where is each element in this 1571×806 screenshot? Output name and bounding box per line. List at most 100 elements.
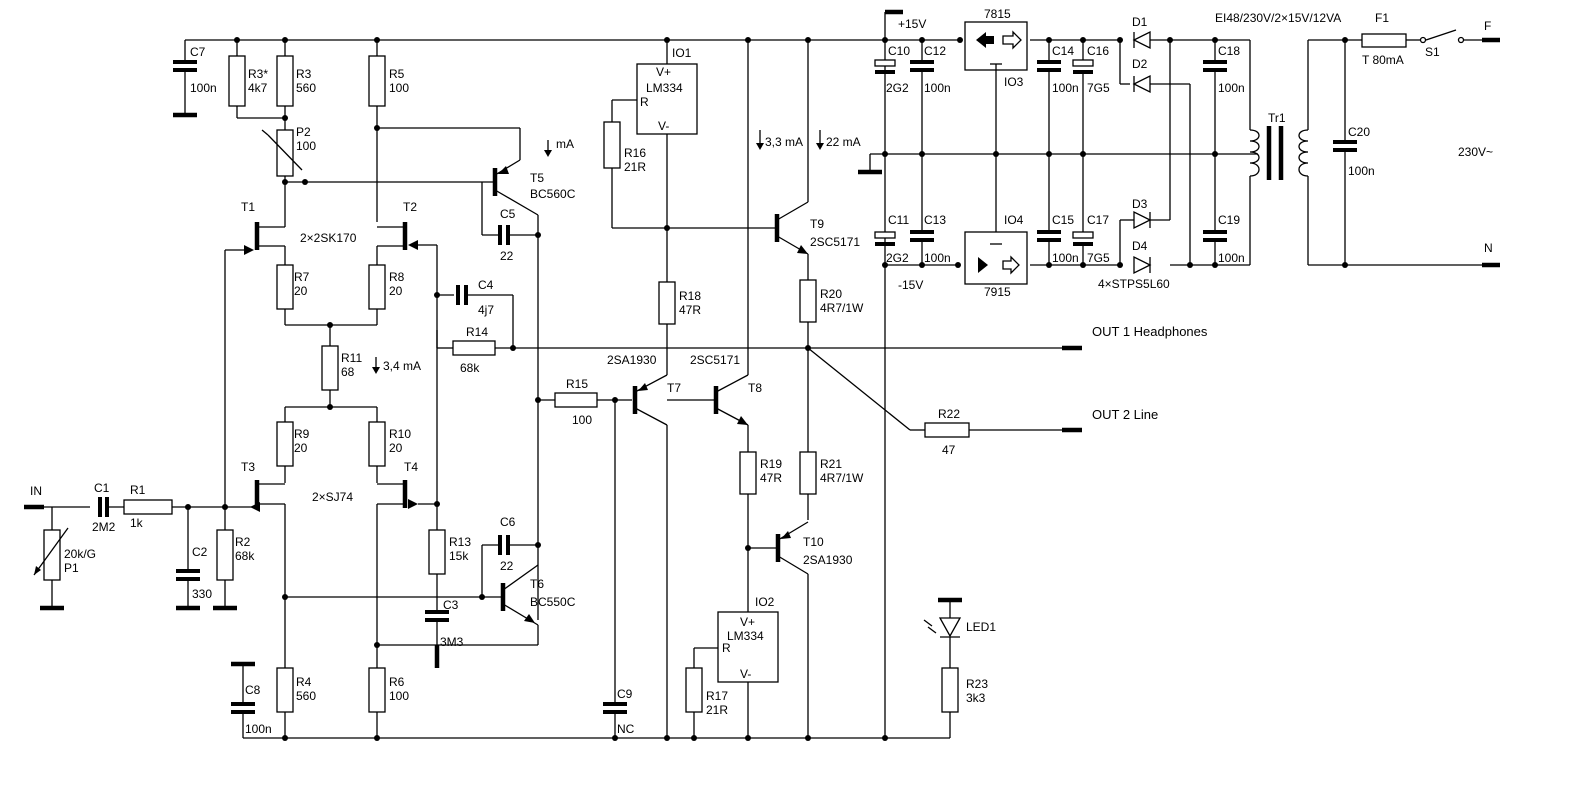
label-c17: C17 [1087,213,1109,227]
label-r9-value: 20 [294,441,308,455]
label-diodes: 4×STPS5L60 [1098,277,1170,291]
label-p1: P1 [64,561,79,575]
label-i33: 3,3 mA [765,135,803,149]
label-c4: C4 [478,278,494,292]
label-c18-value: 100n [1218,81,1245,95]
label-c18: C18 [1218,44,1240,58]
jfet-stage [173,37,538,741]
label-r18-value: 47R [679,303,701,317]
label-t6: T6 [530,577,544,591]
output-stage [372,37,1082,741]
label-r14: R14 [466,325,488,339]
label-c1-value: 2M2 [92,520,116,534]
label-transformer: EI48/230V/2×15V/12VA [1215,11,1341,25]
label-in: IN [30,484,42,498]
label-r11-value: 68 [341,365,355,379]
label-t5-value: BC560C [530,187,576,201]
label-t7: T7 [667,381,681,395]
label-r13: R13 [449,535,471,549]
label-io2-r: R [722,641,731,655]
label-c8: C8 [245,683,261,697]
label-r22-value: 47 [942,443,956,457]
label-r11: R11 [341,351,362,365]
label-r6: R6 [389,675,405,689]
label-r16: R16 [624,146,646,160]
label-t4: T4 [404,460,418,474]
label-t10-value: 2SA1930 [803,553,853,567]
label-t8: T8 [748,381,762,395]
label-c20-value: 100n [1348,164,1375,178]
label-c12-value: 100n [924,81,951,95]
label-t9: T9 [810,217,824,231]
label-r3s: R3* [248,67,268,81]
label-io4: IO4 [1004,213,1024,227]
label-c3-value: 3M3 [440,635,464,649]
label-c9-value: NC [617,722,635,736]
label-t7-value: 2SA1930 [607,353,657,367]
label-io3: IO3 [1004,75,1024,89]
label-d4: D4 [1132,239,1148,253]
label-c14: C14 [1052,44,1074,58]
label-t5: T5 [530,171,544,185]
labels: IN 20k/G P1 C1 2M2 R1 1k C2 330 R2 68k C… [30,7,1493,736]
label-r13-value: 15k [449,549,469,563]
label-c5-value: 22 [500,249,514,263]
label-r23-value: 3k3 [966,691,986,705]
label-pair-bottom: 2×SJ74 [312,490,353,504]
label-r20: R20 [820,287,842,301]
label-r3s-value: 4k7 [248,81,268,95]
label-p1-value: 20k/G [64,547,96,561]
label-minus15: -15V [898,278,923,292]
label-r17-value: 21R [706,703,728,717]
label-io1: IO1 [672,46,692,60]
label-r10-value: 20 [389,441,403,455]
label-c15: C15 [1052,213,1074,227]
label-c19: C19 [1218,213,1240,227]
label-c5: C5 [500,207,516,221]
label-c19-value: 100n [1218,251,1245,265]
label-t2: T2 [403,200,417,214]
label-io2: IO2 [755,595,775,609]
label-out1: OUT 1 Headphones [1092,324,1208,339]
label-c2-value: 330 [192,587,212,601]
label-c4-value: 4j7 [478,303,494,317]
label-io1-r: R [640,95,649,109]
label-r15-value: 100 [572,413,592,427]
label-io1-value: LM334 [646,81,683,95]
label-r7: R7 [294,270,310,284]
label-f1: F1 [1375,11,1389,25]
label-c13-value: 100n [924,251,951,265]
label-t3: T3 [241,460,255,474]
label-c11: C11 [888,213,909,227]
label-io2-vminus: V- [740,667,751,681]
input-stage [24,249,258,611]
label-t8-value: 2SC5171 [690,353,740,367]
label-r1-value: 1k [130,516,144,530]
label-c10: C10 [888,44,910,58]
label-r3-value: 560 [296,81,316,95]
label-c17-value: 7G5 [1087,251,1110,265]
label-d2: D2 [1132,57,1148,71]
label-p2-value: 100 [296,139,316,153]
label-c13: C13 [924,213,946,227]
label-f1-value: T 80mA [1362,53,1404,67]
label-c16-value: 7G5 [1087,81,1110,95]
label-n: N [1484,241,1493,255]
label-c6-value: 22 [500,559,514,573]
label-r4: R4 [296,675,312,689]
label-io1-vminus: V- [658,119,669,133]
label-r8-value: 20 [389,284,403,298]
label-t10: T10 [803,535,824,549]
vas-stage [285,127,1062,741]
label-r15: R15 [566,377,588,391]
label-tr1: Tr1 [1268,111,1286,125]
label-plus15: +15V [898,17,926,31]
label-r2-value: 68k [235,549,255,563]
label-r4-value: 560 [296,689,316,703]
label-mains: 230V~ [1458,145,1493,159]
label-io3-value: 7815 [984,7,1011,21]
label-c9: C9 [617,687,633,701]
label-r16-value: 21R [624,160,646,174]
label-r9: R9 [294,427,310,441]
